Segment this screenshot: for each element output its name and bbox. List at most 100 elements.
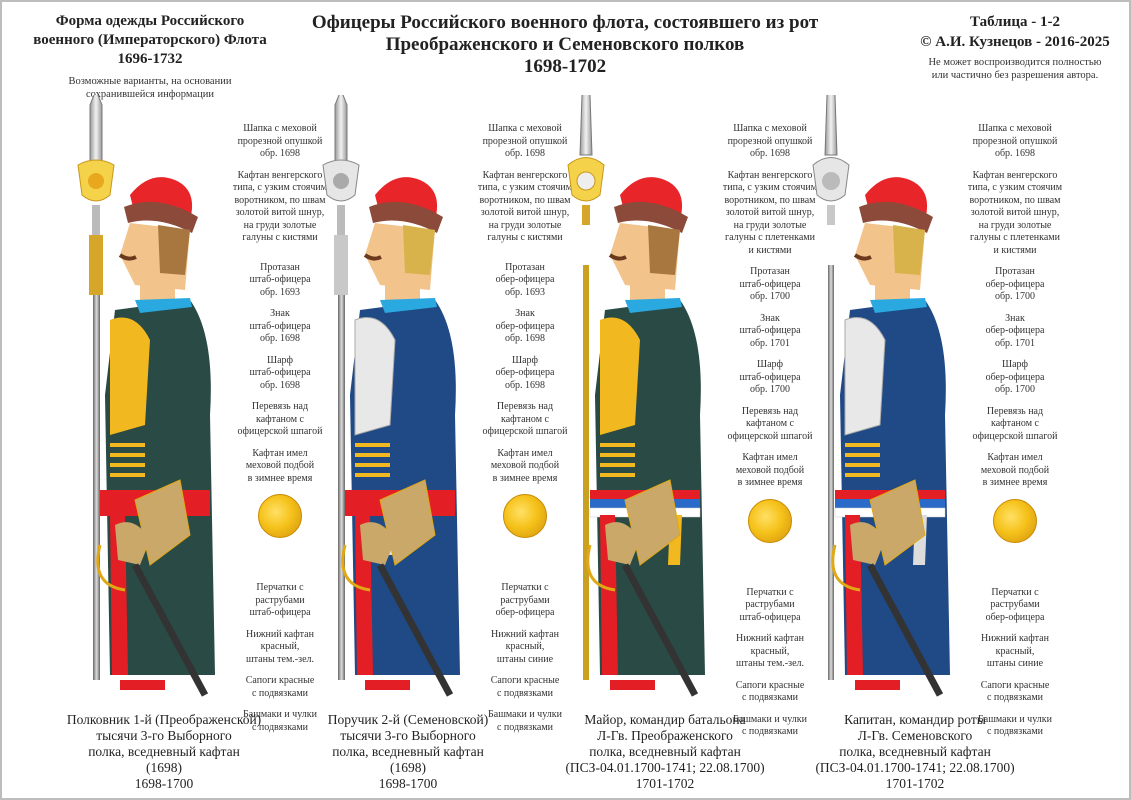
text-line: меховой подбой [490,460,560,471]
text-line: Кафтан венгерского [727,169,813,181]
text-line: на груди золотые [978,219,1052,231]
text-line: Перчатки с [746,586,794,598]
text-line: Знак [1005,312,1025,324]
text-line: обер-офицера [985,611,1045,623]
text-line: Нижний кафтан [981,633,1049,644]
text-line: 1701-1702 [635,776,695,791]
text-line: Башмаки и чулки [978,713,1052,725]
page-title-years: 1698-1702 [523,56,607,77]
text-line: (ПСЗ-04.01.1700-1741; 22.08.1700) [565,760,765,775]
text-line: обр. 1700 [749,384,791,395]
text-line: Шапка с меховой [733,123,807,134]
text-line: Шапка с меховой [978,123,1052,134]
text-line: красный, [995,645,1035,657]
text-line: галуны с кистями [242,232,318,243]
text-line: типа, с узким стоячим [967,182,1063,193]
subtitle-line: Возможные варианты, на основании [68,76,232,87]
button-medallion-icon [748,498,792,543]
text-line: обр. 1698 [994,148,1036,159]
text-line: Л-Гв. Семеновского [857,728,973,743]
text-line: штаб-офицера [739,611,801,623]
text-line: офицерской шпагой [972,430,1058,442]
text-line: на груди золотые [243,219,317,231]
text-line: Шарф [756,359,783,370]
text-line: Кафтан венгерского [482,169,568,181]
text-line: штаны синие [496,653,554,665]
text-line: 1698-1700 [378,776,438,791]
text-line: офицерской шпагой [727,430,813,442]
text-line: Перевязь над [496,401,554,412]
text-line: Нижний кафтан [736,633,804,644]
notice-line: или частично без разрешения автора. [931,70,1099,81]
text-line: Знак [760,312,780,324]
text-line: Протазан [505,261,545,273]
text-line: кафтаном с [991,418,1039,429]
header-right: Таблица - 1-2 © А.И. Кузнецов - 2016-202… [900,12,1130,82]
text-line: штаб-офицера [739,278,801,290]
text-line: штаб-офицера [249,274,311,285]
text-line: прорезной опушкой [482,135,568,147]
text-line: полка, вседневный кафтан [589,744,741,759]
text-line: Башмаки и чулки [243,709,317,720]
text-line: Сапоги красные [980,679,1050,691]
text-line: Шапка с меховой [488,123,562,134]
text-line: Л-Гв. Преображенского [597,728,733,743]
text-line: Перчатки с [501,582,549,593]
text-line: (ПСЗ-04.01.1700-1741; 22.08.1700) [815,760,1015,775]
text-line: воротником, по швам [969,194,1061,206]
text-line: полка, вседневный кафтан [839,744,991,759]
header-left: Форма одежды Российского военного (Импер… [0,12,300,101]
page-title-line: Офицеры Российского военного флота, сост… [311,12,819,33]
text-line: галуны с плетенками [725,232,815,243]
text-line: обр. 1698 [259,148,301,159]
text-line: с подвязками [986,692,1044,703]
text-line: Нижний кафтан [246,628,314,640]
text-line: обер-офицера [985,278,1045,290]
series-subtitle: Возможные варианты, на основании сохрани… [0,75,300,101]
text-line: прорезной опушкой [972,135,1058,147]
text-line: обр. 1701 [994,337,1036,349]
text-line: воротником, по швам [479,194,571,206]
text-line: красный, [750,645,790,657]
text-line: Шарф [511,354,538,366]
text-line: обр. 1698 [259,333,301,344]
text-line: Нижний кафтан [491,628,559,640]
text-line: воротником, по швам [234,194,326,206]
text-line: Кафтан имел [497,447,553,459]
text-line: Перевязь над [251,401,309,412]
text-line: Кафтан венгерского [237,169,323,181]
text-line: с подвязками [251,687,309,699]
text-line: штаб-офицера [249,367,311,378]
text-line: красный, [260,641,300,652]
text-line: Кафтан имел [742,452,798,463]
text-line: офицерской шпагой [237,426,323,437]
text-line: обр. 1693 [259,286,301,298]
text-line: офицерской шпагой [482,426,568,437]
text-line: Капитан, командир роты [844,712,986,727]
text-line: Полковник 1-й (Преображенской) [66,712,262,727]
text-line: Сапоги красные [735,679,805,691]
